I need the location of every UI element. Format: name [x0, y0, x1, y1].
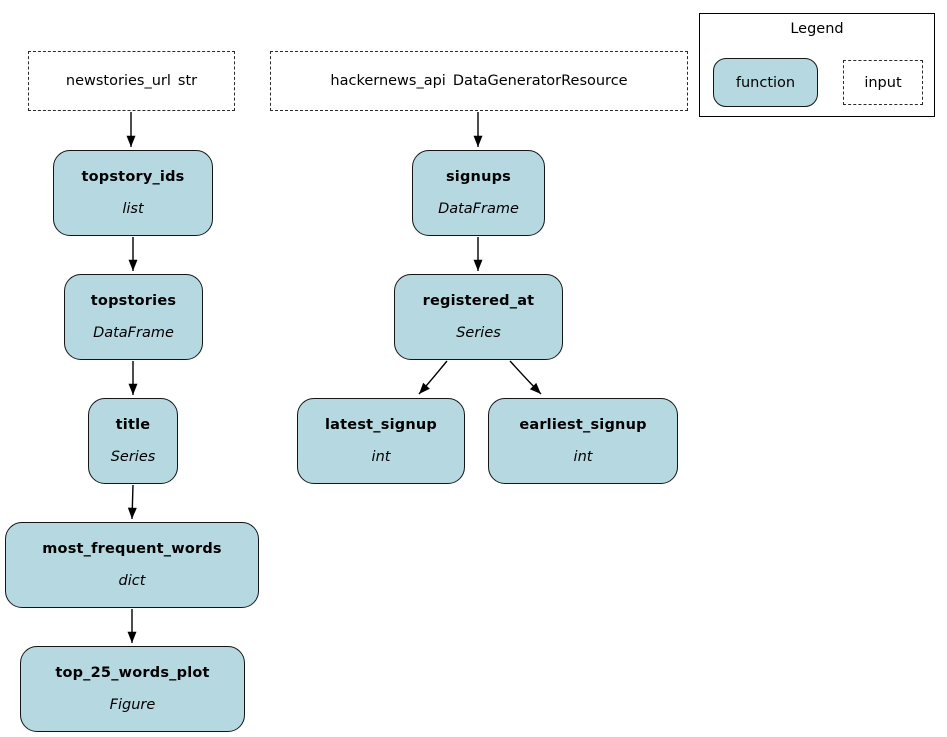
input-name: newstories_url	[65, 73, 171, 89]
node-label: latest_signup	[325, 417, 437, 433]
node-label: earliest_signup	[519, 417, 647, 433]
edge-registered_at-latest_signup	[418, 360, 448, 395]
input-name: hackernews_api	[330, 73, 446, 89]
node-label: topstories	[90, 293, 177, 309]
legend-function-sample: function	[713, 58, 818, 107]
node-latest_signup: latest_signup int	[297, 398, 465, 484]
node-type: int	[371, 449, 391, 465]
node-topstory_ids: topstory_ids list	[53, 150, 213, 236]
node-type: DataFrame	[93, 325, 174, 341]
legend: Legend function input	[699, 13, 935, 117]
node-most_frequent_words: most_frequent_words dict	[5, 522, 259, 608]
node-type: Figure	[109, 697, 156, 713]
input-type: DataGeneratorResource	[452, 73, 628, 89]
node-type: Series	[456, 325, 501, 341]
node-label: signups	[445, 169, 512, 185]
node-earliest_signup: earliest_signup int	[488, 398, 678, 484]
node-type: DataFrame	[438, 201, 519, 217]
input-type: str	[177, 73, 198, 89]
legend-input-sample: input	[843, 60, 923, 105]
node-type: int	[573, 449, 593, 465]
node-label: top_25_words_plot	[55, 665, 210, 681]
node-label: registered_at	[422, 293, 535, 309]
legend-title: Legend	[790, 21, 844, 37]
node-top_25_words_plot: top_25_words_plot Figure	[20, 646, 245, 732]
node-label: most_frequent_words	[42, 541, 222, 557]
node-label: title	[115, 417, 151, 433]
node-signups: signups DataFrame	[412, 150, 545, 236]
edge-title-most_frequent_words	[127, 484, 137, 520]
node-topstories: topstories DataFrame	[64, 274, 203, 360]
input-node-hackernews_api: hackernews_api DataGeneratorResource	[270, 51, 688, 111]
node-type: list	[122, 201, 144, 217]
input-node-newstories_url: newstories_url str	[28, 51, 235, 111]
node-title: title Series	[88, 398, 178, 484]
edge-registered_at-earliest_signup	[509, 360, 542, 395]
node-label: topstory_ids	[81, 169, 185, 185]
node-registered_at: registered_at Series	[394, 274, 563, 360]
node-type: Series	[110, 449, 156, 465]
node-type: dict	[118, 573, 146, 589]
